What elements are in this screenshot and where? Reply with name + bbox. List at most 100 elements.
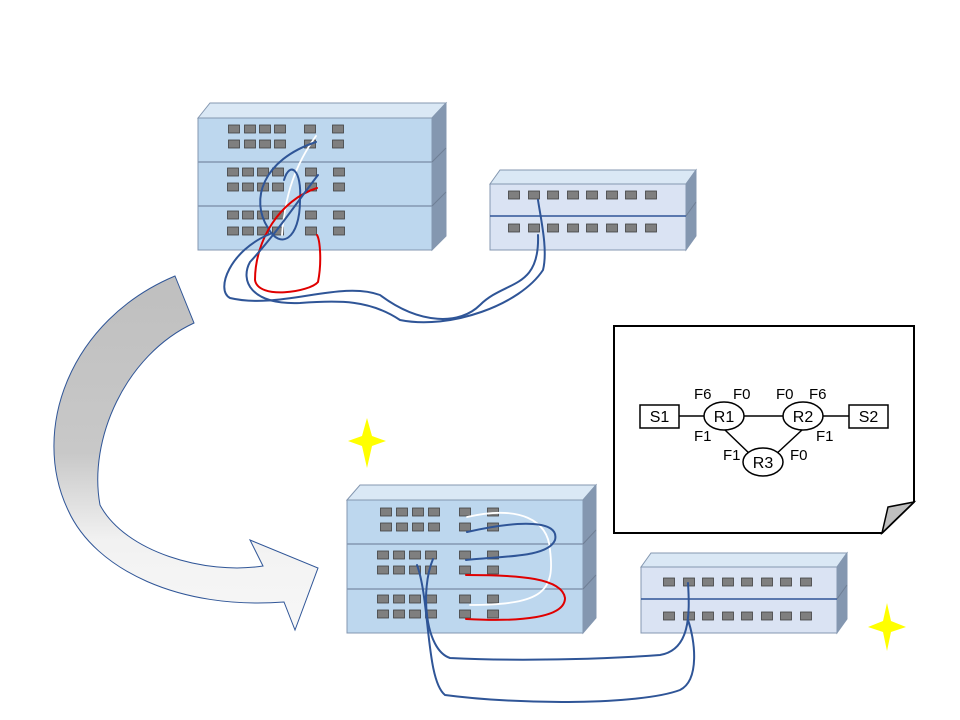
port [393,609,405,619]
port [244,124,256,134]
cable-blue-messy [245,174,546,324]
node-s1-label: S1 [650,409,670,426]
port [702,577,714,587]
link-r1-r3 [724,429,753,457]
port [272,182,284,192]
port [332,124,344,134]
port [228,139,240,149]
port [741,577,753,587]
port [409,550,421,560]
tidy-cabling [416,512,696,703]
port [663,611,675,621]
port [459,594,471,604]
port [304,124,316,134]
port [741,611,753,621]
port [242,210,254,220]
port [428,522,440,532]
port [606,223,618,233]
port-label-r3-f0: F0 [790,447,808,464]
switch-before [489,168,697,252]
port [645,223,657,233]
port [800,611,812,621]
port [722,577,734,587]
port [586,223,598,233]
port [409,609,421,619]
port [547,223,559,233]
sparkle-icon [868,603,906,651]
port [508,223,520,233]
port [242,226,254,236]
cable-blue-messy [259,141,317,241]
node-r2-label: R2 [793,409,814,426]
port-label-r2-f0: F0 [776,386,794,403]
port [377,565,389,575]
port [412,507,424,517]
port [227,226,239,236]
sparkle-icon [348,418,386,468]
cable-red-messy [253,187,322,294]
port [459,609,471,619]
port [508,190,520,200]
port [377,550,389,560]
port [257,167,269,177]
port [393,550,405,560]
cable-blue-tidy [416,564,696,703]
cable-red-tidy [465,574,567,621]
port [567,190,579,200]
port [547,190,559,200]
port [645,190,657,200]
port [305,167,317,177]
port [332,139,344,149]
port [800,577,812,587]
node-r2 [782,401,824,431]
router-stack-before [196,101,448,252]
link-r2-r3 [773,429,803,457]
node-r1 [703,401,745,431]
port [722,611,734,621]
page-curl [880,500,917,536]
port [425,550,437,560]
port [487,609,499,619]
port [377,609,389,619]
port [625,190,637,200]
port [274,139,286,149]
node-s1 [639,404,680,429]
router-stack-after [345,483,598,635]
port [459,507,471,517]
port [244,139,256,149]
port [333,210,345,220]
port [259,124,271,134]
port [409,594,421,604]
port [227,167,239,177]
port [487,594,499,604]
port-label-r1-f0: F0 [733,386,751,403]
port-label-r3-f1: F1 [723,447,741,464]
port [333,226,345,236]
port [305,226,317,236]
port [333,182,345,192]
node-r3 [742,447,784,477]
topology-note: S1 S2 R1 R2 R3 F6 F0 F0 F6 F1 F1 F1 F0 [613,325,917,536]
port [702,611,714,621]
port [761,577,773,587]
port [242,182,254,192]
node-r1-label: R1 [714,409,735,426]
port [274,124,286,134]
port [396,507,408,517]
port [459,522,471,532]
port [228,124,240,134]
port [459,550,471,560]
port [780,611,792,621]
port [272,167,284,177]
port [380,522,392,532]
cable-blue-messy [223,233,540,320]
port [409,565,421,575]
port [528,223,540,233]
port-label-r2-f1: F1 [816,428,834,445]
port [761,611,773,621]
port [412,522,424,532]
port [259,139,271,149]
port [428,507,440,517]
port [393,594,405,604]
